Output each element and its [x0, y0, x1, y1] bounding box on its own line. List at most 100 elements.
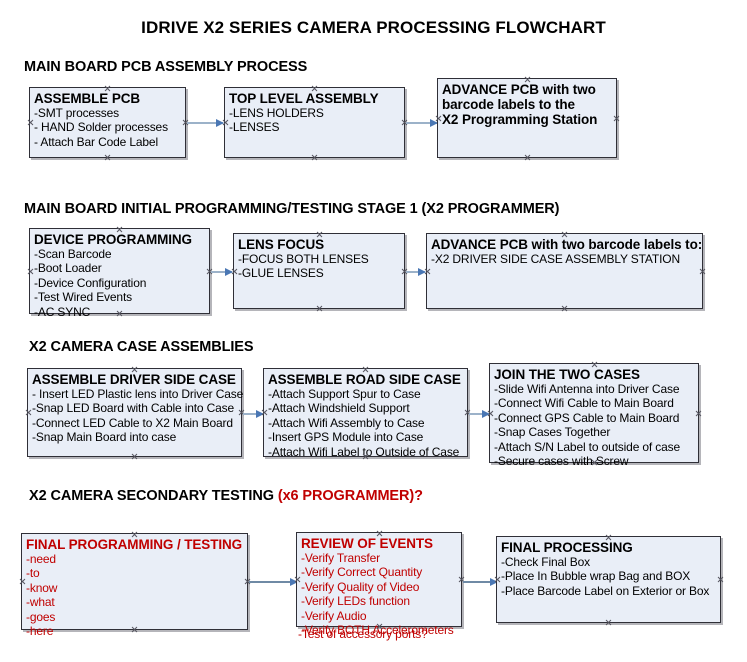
box-line: -Connect GPS Cable to Main Board	[494, 410, 680, 425]
connector-arrow-final-programming-to-review-of-events	[249, 577, 298, 586]
box-line: -Snap Main Board into case	[32, 430, 177, 445]
box-content: ASSEMBLE DRIVER SIDE CASE - Insert LED P…	[28, 369, 244, 445]
process-box-device-programming[interactable]: DEVICE PROGRAMMING -Scan Barcode -Boot L…	[29, 228, 210, 319]
box-title: LENS FOCUS	[238, 237, 325, 252]
box-line: -Verify Audio	[301, 608, 367, 623]
process-box-top-level-assembly[interactable]: TOP LEVEL ASSEMBLY -LENS HOLDERS -LENSES	[224, 87, 405, 158]
box-line: -Verify LEDs function	[301, 594, 410, 609]
box-content: REVIEW OF EVENTS -Verify Transfer -Verif…	[297, 533, 461, 637]
arrow-shaft	[187, 122, 223, 124]
box-line: -GLUE LENSES	[238, 266, 324, 281]
process-box-final-processing[interactable]: FINAL PROCESSING -Check Final Box -Place…	[496, 536, 721, 623]
box-line: -Place Barcode Label on Exterior or Box	[501, 583, 710, 598]
arrow-shaft	[211, 271, 232, 273]
connector-handle-bottom[interactable]	[131, 453, 138, 460]
box-title: DEVICE PROGRAMMING	[34, 232, 192, 247]
arrow-shaft	[406, 122, 437, 124]
box-title: ADVANCE PCB with two	[442, 82, 596, 97]
connector-handle-bottom[interactable]	[605, 619, 612, 626]
arrow-head-icon	[482, 409, 490, 418]
section-heading-text: X2 CAMERA CASE ASSEMBLIES	[29, 339, 254, 355]
arrow-head-icon	[490, 577, 498, 586]
section-heading-main-board-pcb-assembly: MAIN BOARD PCB ASSEMBLY PROCESS	[24, 59, 307, 75]
box-line: -Connect LED Cable to X2 Main Board	[32, 415, 233, 430]
box-line: -FOCUS BOTH LENSES	[238, 252, 369, 266]
connector-handle-bottom[interactable]	[561, 305, 568, 312]
box-title-line3: X2 Programming Station	[442, 112, 598, 127]
box-content: LENS FOCUS -FOCUS BOTH LENSES -GLUE LENS…	[234, 234, 404, 281]
box-line: - Insert LED Plastic lens into Driver Ca…	[32, 387, 244, 401]
process-box-review-of-events[interactable]: REVIEW OF EVENTS -Verify Transfer -Verif…	[296, 532, 462, 637]
page-title: IDRIVE X2 SERIES CAMERA PROCESSING FLOWC…	[141, 18, 606, 37]
box-line: -Verify Transfer	[301, 551, 380, 565]
box-content: JOIN THE TWO CASES -Slide Wifi Antenna i…	[490, 364, 698, 468]
connector-arrow-review-of-events-to-final-processing	[463, 577, 498, 586]
box-line: - Attach Bar Code Label	[34, 134, 158, 149]
box-line: - HAND Solder processes	[34, 120, 168, 135]
box-title: ASSEMBLE ROAD SIDE CASE	[268, 372, 461, 387]
box-line: -AC SYNC	[34, 304, 91, 319]
box-line: -Attach Support Spur to Case	[268, 387, 421, 401]
box-line: -Snap LED Board with Cable into Case	[32, 401, 235, 416]
connector-handle-bottom[interactable]	[104, 154, 111, 161]
box-line: -Snap Cases Together	[494, 425, 611, 440]
connector-handle-bottom[interactable]	[311, 154, 318, 161]
box-content: FINAL PROGRAMMING / TESTING -need -to -k…	[22, 534, 247, 638]
box-title-line2: barcode labels to the	[442, 97, 575, 112]
arrow-head-icon	[430, 118, 438, 127]
box-title: TOP LEVEL ASSEMBLY	[229, 91, 379, 106]
arrow-shaft	[243, 413, 263, 415]
arrow-head-icon	[418, 267, 426, 276]
section-heading-text: MAIN BOARD INITIAL PROGRAMMING/TESTING S…	[24, 201, 560, 217]
box-line: -LENSES	[229, 120, 280, 135]
box-line: -Scan Barcode	[34, 247, 112, 261]
box-title: FINAL PROGRAMMING / TESTING	[26, 537, 243, 552]
box-title: FINAL PROCESSING	[501, 540, 633, 555]
box-line: -Insert GPS Module into Case	[268, 430, 424, 445]
box-line: -Secure cases with Screw	[494, 454, 629, 469]
process-box-advance-pcb-to-driver-side-case-station[interactable]: ADVANCE PCB with two barcode labels to: …	[426, 233, 703, 309]
box-title: REVIEW OF EVENTS	[301, 536, 433, 551]
box-content: ADVANCE PCB with two barcode labels to t…	[438, 79, 616, 127]
box-line: -LENS HOLDERS	[229, 106, 324, 120]
box-line: -Device Configuration	[34, 275, 147, 290]
box-line: -goes	[26, 609, 56, 624]
process-box-lens-focus[interactable]: LENS FOCUS -FOCUS BOTH LENSES -GLUE LENS…	[233, 233, 405, 309]
process-box-assemble-road-side-case[interactable]: ASSEMBLE ROAD SIDE CASE -Attach Support …	[263, 368, 468, 459]
process-box-advance-pcb-to-x2-programming-station[interactable]: ADVANCE PCB with two barcode labels to t…	[437, 78, 617, 158]
arrow-head-icon	[256, 409, 264, 418]
box-line: -to	[26, 566, 40, 581]
box-line: -here	[26, 624, 54, 639]
connector-arrow-driver-case-to-road-case	[243, 409, 264, 418]
process-box-join-the-two-cases[interactable]: JOIN THE TWO CASES -Slide Wifi Antenna i…	[489, 363, 699, 468]
box-content: FINAL PROCESSING -Check Final Box -Place…	[497, 537, 720, 598]
section-heading-x2-camera-secondary-testing: X2 CAMERA SECONDARY TESTING (x6 PROGRAMM…	[29, 488, 423, 504]
process-box-final-programming-testing[interactable]: FINAL PROGRAMMING / TESTING -need -to -k…	[21, 533, 248, 638]
box-line: -Test Wired Events	[34, 290, 132, 305]
box-line: -Verify Correct Quantity	[301, 565, 423, 580]
connector-arrow-assemble-pcb-to-top-level	[187, 118, 224, 127]
box-line: -Attach Wifi Label to Outside of Case	[268, 444, 460, 459]
box-content: TOP LEVEL ASSEMBLY -LENS HOLDERS -LENSES	[225, 88, 404, 135]
box-content: ASSEMBLE PCB -SMT processes - HAND Solde…	[30, 88, 185, 149]
box-line: -Connect Wifi Cable to Main Board	[494, 396, 674, 411]
box-title: JOIN THE TWO CASES	[494, 367, 640, 382]
arrow-head-icon	[216, 118, 224, 127]
section-heading-x2-camera-case-assemblies: X2 CAMERA CASE ASSEMBLIES	[29, 339, 254, 355]
section-heading-text: X2 CAMERA SECONDARY TESTING	[29, 488, 278, 504]
process-box-assemble-pcb[interactable]: ASSEMBLE PCB -SMT processes - HAND Solde…	[29, 87, 186, 158]
box-line: -Verify BOTH Accelerometers	[301, 623, 454, 638]
connector-handle-bottom[interactable]	[524, 154, 531, 161]
box-line: -X2 DRIVER SIDE CASE ASSEMBLY STATION	[431, 252, 680, 266]
connector-arrow-top-level-to-advance-pcb	[406, 118, 438, 127]
section-heading-main-board-initial-programming: MAIN BOARD INITIAL PROGRAMMING/TESTING S…	[24, 201, 560, 217]
connector-handle-right[interactable]	[699, 268, 706, 275]
connector-handle-bottom[interactable]	[316, 305, 323, 312]
box-title: ADVANCE PCB with two barcode labels to:	[431, 237, 703, 252]
process-box-assemble-driver-side-case[interactable]: ASSEMBLE DRIVER SIDE CASE - Insert LED P…	[27, 368, 244, 460]
box-line: -Slide Wifi Antenna into Driver Case	[494, 382, 680, 396]
box-line: -need	[26, 552, 56, 566]
box-line: -Attach Wifi Assembly to Case	[268, 415, 425, 430]
box-line: -Attach S/N Label to outside of case	[494, 439, 681, 454]
